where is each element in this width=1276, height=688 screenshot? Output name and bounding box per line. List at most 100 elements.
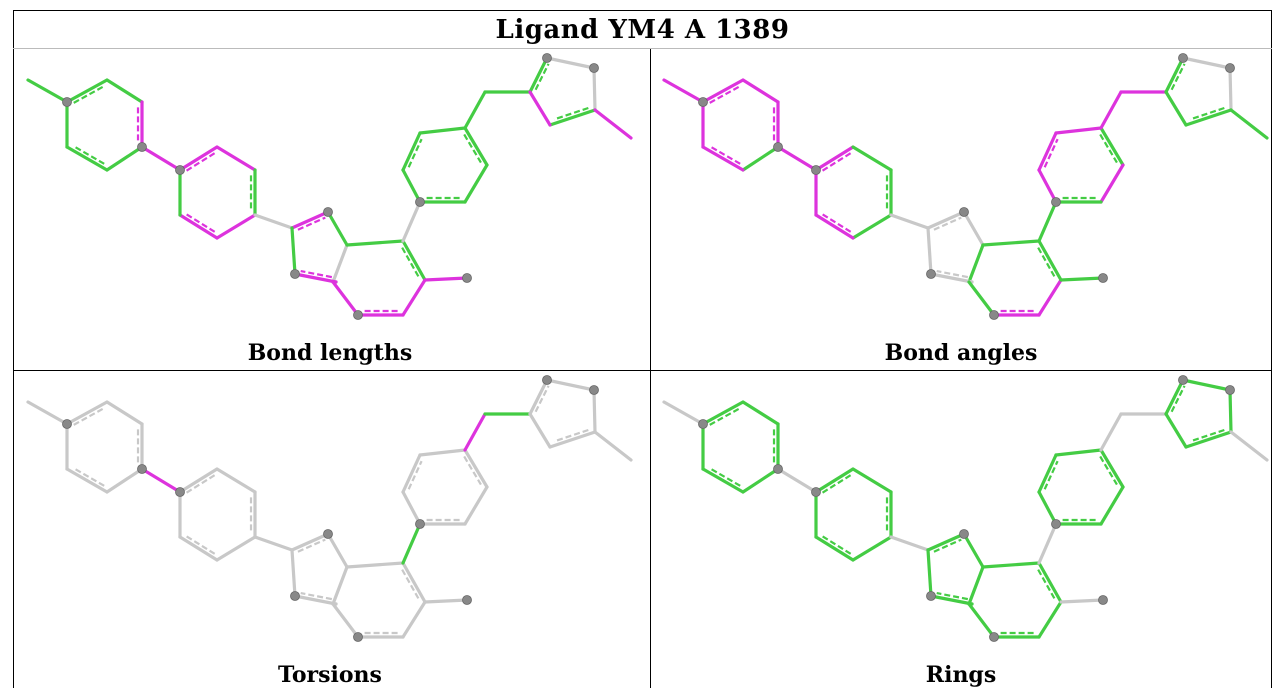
- table-border-right: [1271, 48, 1272, 688]
- aromatic-bond-b1-b2: [821, 474, 852, 494]
- bond-b1-b2: [814, 467, 855, 494]
- caption-rings: Rings: [925, 662, 997, 688]
- atom-a4: [137, 464, 147, 474]
- bond-p2-p3: [1037, 453, 1058, 494]
- bond-b5-b6: [814, 535, 855, 562]
- bond-f3-g5: [331, 243, 349, 284]
- bond-p1-p2: [1037, 490, 1058, 526]
- bond-a5-a6: [65, 467, 109, 494]
- bond-p5-p6: [1099, 485, 1125, 526]
- bond-g4-g5: [331, 602, 360, 639]
- bond-p4-ch: [1099, 412, 1123, 452]
- bond-g2-me: [423, 276, 469, 282]
- atom-p1: [415, 197, 425, 207]
- bond-c5-c1: [1164, 412, 1188, 449]
- bond-b4-b5: [851, 213, 893, 240]
- atom-me: [462, 595, 472, 605]
- aromatic-bond-a1-a2: [709, 407, 741, 426]
- bond-g4-g5: [331, 280, 360, 317]
- bond-f3-g1: [345, 239, 405, 247]
- bond-m0-a1: [26, 400, 69, 426]
- atom-c3: [589, 385, 599, 395]
- bond-b1-b2: [814, 145, 855, 172]
- atom-a1: [62, 419, 72, 429]
- caption-bond-angles: Bond angles: [884, 340, 1038, 366]
- bond-b5-b6: [814, 213, 855, 240]
- aromatic-bond-b5-b6: [185, 213, 216, 233]
- atom-f2: [959, 207, 969, 217]
- atom-a4: [773, 142, 783, 152]
- aromatic-bond-p4-p5: [463, 455, 482, 486]
- atom-b1: [175, 165, 185, 175]
- bond-b2-b3: [851, 145, 893, 172]
- bond-a4-b1: [140, 145, 182, 172]
- atom-f2: [959, 529, 969, 539]
- atom-b1: [175, 487, 185, 497]
- aromatic-bond-b1-b2: [821, 152, 852, 172]
- bond-a2-a3: [105, 78, 144, 104]
- atom-a1: [698, 97, 708, 107]
- bond-f3-g1: [345, 561, 405, 569]
- atom-g4: [353, 310, 363, 320]
- bond-g4-g5: [967, 280, 996, 317]
- aromatic-bond-c4-c5: [1189, 428, 1225, 443]
- atom-b1: [811, 487, 821, 497]
- atom-a1: [698, 419, 708, 429]
- atom-b1: [811, 165, 821, 175]
- aromatic-bond-f4-f5: [936, 269, 969, 279]
- atom-f5: [926, 591, 936, 601]
- bond-c4-c6: [593, 430, 633, 462]
- bond-g1-p1: [1037, 200, 1058, 243]
- bond-a4-a5: [105, 145, 144, 172]
- bond-f1-f2: [926, 210, 966, 230]
- caption-bond-lengths: Bond lengths: [247, 340, 413, 366]
- bond-m0-a1: [662, 78, 705, 104]
- bond-p3-p4: [418, 448, 467, 457]
- bond-g1-g2: [1037, 239, 1063, 282]
- bond-g2-me: [423, 598, 469, 604]
- aromatic-bond-b5-b6: [821, 535, 852, 555]
- bond-p4-ch: [463, 90, 487, 130]
- bond-f3-g1: [981, 239, 1041, 247]
- bond-f4-f5: [929, 594, 974, 606]
- aromatic-bond-f1-f2: [933, 216, 962, 231]
- atom-c3: [1225, 385, 1235, 395]
- panel-bond-angles: [662, 53, 1269, 320]
- bond-b4-f1: [889, 535, 930, 552]
- bond-c3-c4: [1228, 66, 1233, 112]
- aromatic-bond-a5-a6: [709, 467, 741, 487]
- atom-c3: [589, 63, 599, 73]
- atom-g4: [353, 632, 363, 642]
- aromatic-bond-p4-p5: [463, 133, 482, 164]
- aromatic-bond-f4-f5: [300, 269, 333, 279]
- bond-f2-f3: [962, 532, 985, 569]
- aromatic-bond-c4-c5: [553, 106, 589, 121]
- aromatic-bond-a5-a6: [73, 145, 105, 165]
- bond-c2-c3: [1181, 56, 1232, 70]
- bond-c1-c2: [1164, 56, 1185, 94]
- bond-p4-ch: [1099, 90, 1123, 130]
- bond-f3-g1: [981, 561, 1041, 569]
- figure-title: Ligand YM4 A 1389: [13, 10, 1272, 48]
- bond-g1-g2: [401, 239, 427, 282]
- bond-c2-c3: [545, 378, 596, 392]
- atom-g4: [989, 310, 999, 320]
- bond-c2-c3: [545, 56, 596, 70]
- bond-g1-g2: [401, 561, 427, 604]
- bond-g4-g5: [967, 602, 996, 639]
- bond-p3-p4: [1054, 126, 1103, 135]
- bond-p2-p3: [401, 131, 422, 172]
- atom-p1: [1051, 197, 1061, 207]
- bond-g1-p1: [1037, 522, 1058, 565]
- bond-b4-f1: [253, 213, 294, 230]
- bond-f5-f1: [290, 226, 297, 276]
- bond-a1-a2: [701, 78, 745, 104]
- table-divider-title: [13, 48, 1272, 49]
- bond-m0-a1: [26, 78, 69, 104]
- bond-p4-ch: [463, 412, 487, 452]
- table-divider-vertical: [650, 48, 651, 688]
- bond-a1-a2: [65, 78, 109, 104]
- aromatic-bond-a1-a2: [709, 85, 741, 104]
- bond-b4-f1: [253, 535, 294, 552]
